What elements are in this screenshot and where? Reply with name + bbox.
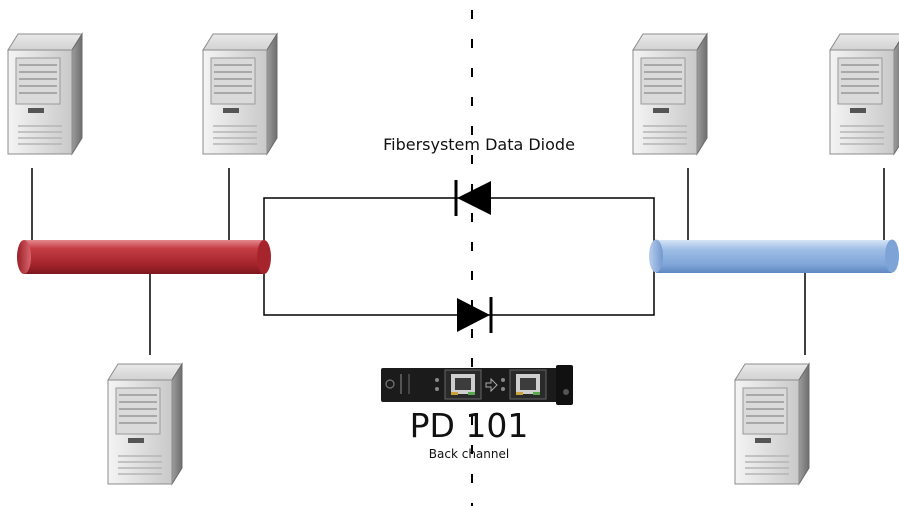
- device-subtitle-label: Back channel: [429, 447, 509, 461]
- diode-icon: [457, 297, 493, 333]
- server-icon: [829, 33, 899, 155]
- right-network-pipe: [649, 239, 899, 273]
- server-icon: [632, 33, 708, 155]
- diagram-title: Fibersystem Data Diode: [383, 135, 575, 154]
- server-connections: [31, 168, 885, 355]
- left-network-pipe: [17, 240, 271, 274]
- server-icon: [107, 363, 183, 485]
- server-icon: [734, 363, 810, 485]
- diode-icon: [454, 180, 491, 216]
- server-icon: [7, 33, 83, 155]
- server-icon: [202, 33, 278, 155]
- diode-wiring: [263, 197, 655, 316]
- device-model-label: PD 101: [410, 406, 529, 445]
- data-diode-device-icon: [381, 365, 573, 405]
